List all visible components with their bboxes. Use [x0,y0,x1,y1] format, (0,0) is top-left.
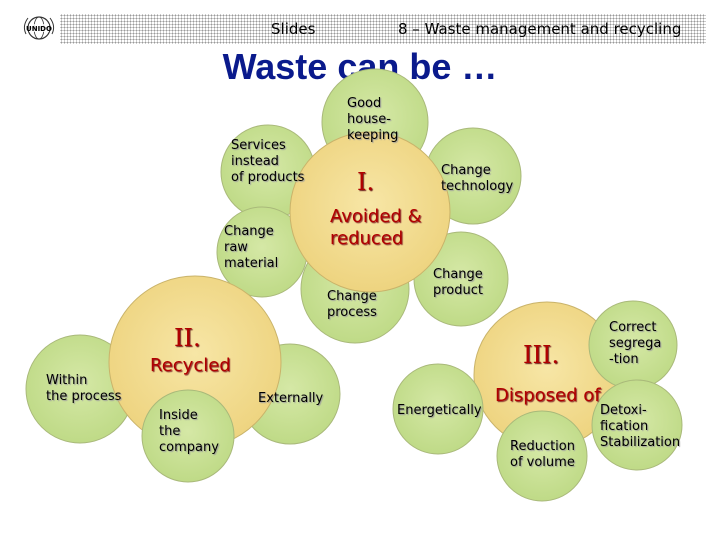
roman-numeral-two: II. [174,324,201,352]
label-recycled: Recycled [150,355,231,376]
label-within-process: Within the process [46,373,122,404]
label-avoided-reduced: Avoided & reduced [330,206,422,249]
roman-numeral-one: I. [357,168,375,196]
label-correct-segregation: Correct segrega -tion [609,320,662,367]
label-externally: Externally [258,391,324,406]
unido-logo: UNIDO [23,16,55,40]
label-change-product: Change product [433,267,484,298]
header-section: Slides [271,20,316,38]
label-change-technology: Change technology [441,163,514,194]
svg-text:UNIDO: UNIDO [26,25,52,33]
circle-energetically [392,363,484,455]
label-detoxification: Detoxi- fication Stabilization [600,403,681,450]
label-good-housekeeping: Good house- keeping [347,96,399,143]
label-energetically: Energetically [397,403,482,418]
header-chapter: 8 – Waste management and recycling [398,20,682,38]
label-reduction-volume: Reduction of volume [510,439,575,470]
roman-numeral-three: III. [523,341,560,369]
circle-reduction-volume [496,410,588,502]
label-change-raw-material: Change raw material [224,224,279,271]
label-inside-company: Inside the company [159,408,219,455]
header-band [60,14,706,44]
circle-avoided-reduced [289,131,451,293]
label-change-process: Change process [327,289,377,320]
label-services: Services instead of products [231,138,305,185]
label-disposed-of: Disposed of [495,385,601,406]
globe-icon: UNIDO [23,16,55,40]
circle-detoxification [591,379,683,471]
circle-inside-company [141,389,235,483]
